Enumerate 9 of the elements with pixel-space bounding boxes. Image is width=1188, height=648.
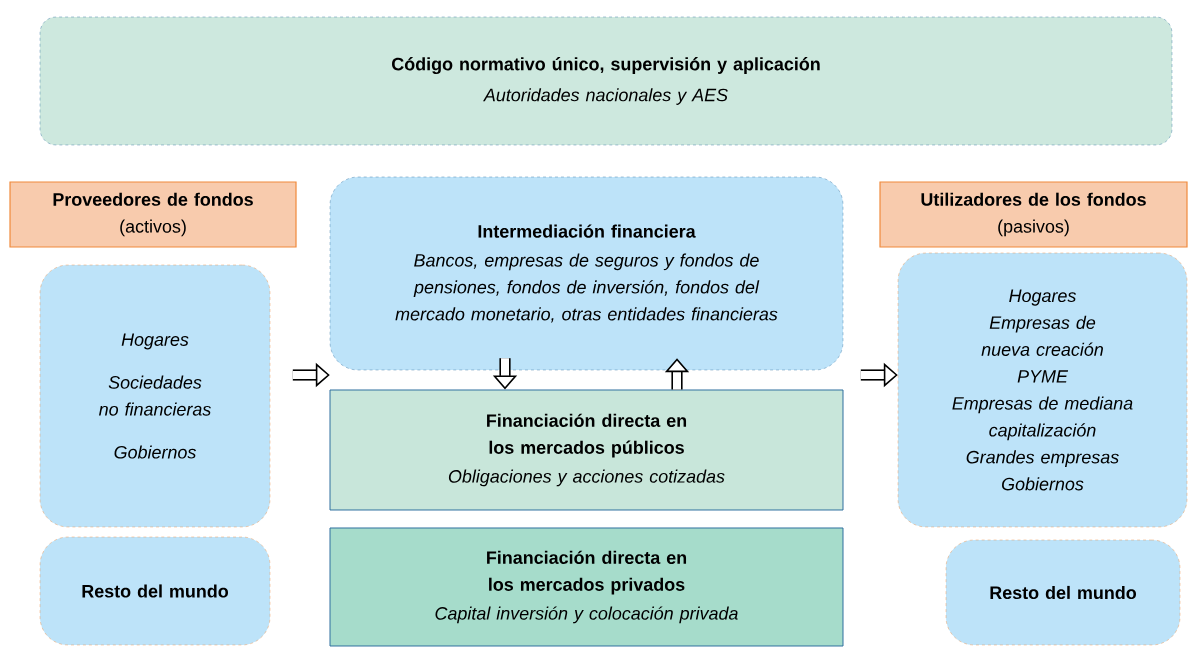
header-box: Proveedores de fondos (activos) bbox=[9, 181, 297, 248]
rounded-box: Resto del mundo bbox=[945, 539, 1181, 646]
header-box: Utilizadores de los fondos (pasivos) bbox=[879, 181, 1188, 248]
rounded-box: Resto del mundo bbox=[39, 536, 271, 646]
market-box: Financiación directa en los mercados públicos Obligaciones y acciones cotizadas bbox=[329, 389, 844, 511]
rounded-box: Hogares Empresas de nueva creación PYME Empresas de mediana capitalización Grandes empresas Gobiernos bbox=[897, 252, 1188, 528]
rounded-box: Hogares Sociedades no financieras Gobiernos bbox=[39, 264, 271, 528]
rounded-box: Intermediación financiera Bancos, empresas de seguros y fondos de pensiones, fondos de inversión, fondos del mercado monetario, otras entidades financieras bbox=[329, 176, 844, 371]
market-box: Financiación directa en los mercados privados Capital inversión y colocación privada bbox=[329, 527, 844, 647]
